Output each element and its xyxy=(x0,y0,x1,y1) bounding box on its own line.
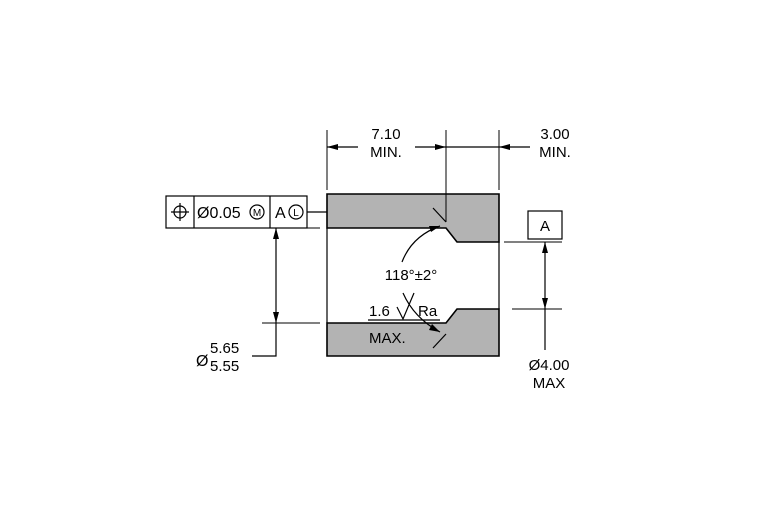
datum-label: A xyxy=(540,218,550,235)
length-dimension xyxy=(326,130,530,222)
roughness-unit: Ra xyxy=(418,303,438,320)
fcf-tolerance: Ø0.05 xyxy=(197,205,241,222)
outer-diameter-symbol: Ø xyxy=(196,353,208,370)
length-value: 7.10 xyxy=(371,126,400,143)
datum-feature xyxy=(504,210,563,350)
fcf-datum-modifier: L xyxy=(293,208,299,219)
feature-control-frame xyxy=(165,195,327,229)
part-lower-wall xyxy=(326,308,500,357)
position-icon xyxy=(171,203,189,221)
part-upper-wall xyxy=(326,193,500,243)
outer-diameter-lower: 5.55 xyxy=(210,358,239,375)
lmc-modifier-icon xyxy=(288,204,304,220)
surface-roughness-symbol xyxy=(368,292,440,321)
length-note: MIN. xyxy=(370,144,402,161)
angle-dimension xyxy=(401,207,447,349)
roughness-value: 1.6 xyxy=(369,303,390,320)
fcf-datum-ref: A xyxy=(275,205,286,222)
chamfer-length-note: MIN. xyxy=(539,144,571,161)
inner-diameter-value: Ø4.00 xyxy=(529,357,570,374)
mmc-modifier-icon xyxy=(249,204,265,220)
bore-outline xyxy=(326,228,500,323)
outer-diameter-upper: 5.65 xyxy=(210,340,239,357)
angle-value: 118°±2° xyxy=(385,267,438,284)
roughness-note: MAX. xyxy=(369,330,406,347)
outer-diameter-dimension xyxy=(252,227,320,357)
fcf-tolerance-modifier: M xyxy=(253,208,261,219)
chamfer-length-value: 3.00 xyxy=(540,126,569,143)
inner-diameter-note: MAX xyxy=(533,375,566,392)
